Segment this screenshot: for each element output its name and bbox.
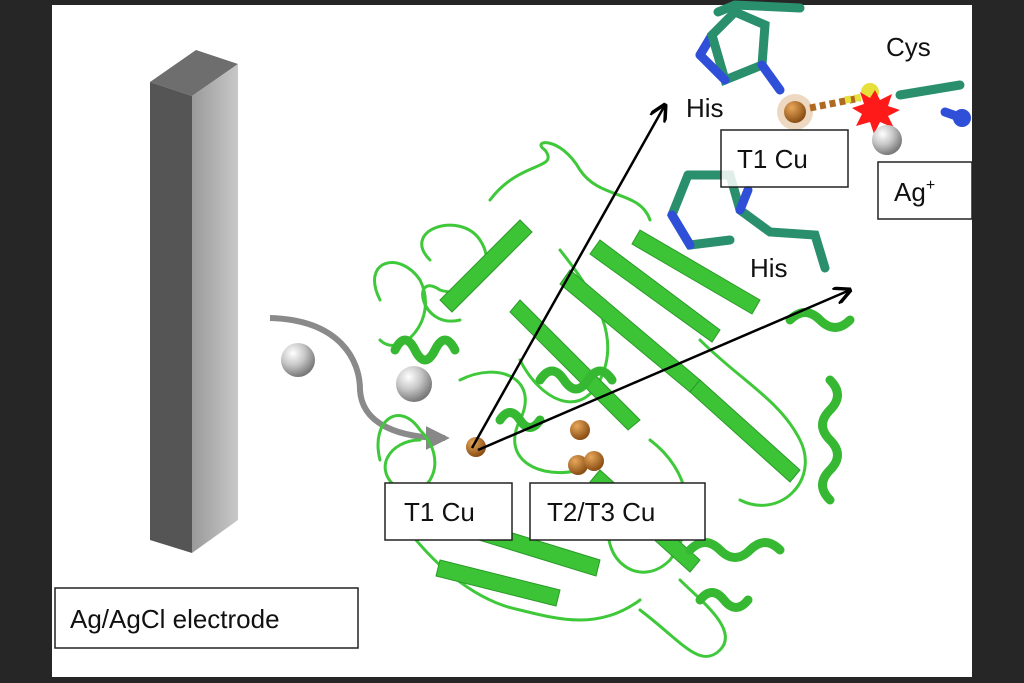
zoom-arrow-upper	[470, 105, 665, 449]
t2-t3-cu-box: T2/T3 Cu	[529, 482, 706, 541]
cys-label: Cys	[886, 32, 931, 62]
t1-cu-box: T1 Cu	[384, 482, 513, 541]
ag-ion-label: Ag	[894, 177, 926, 207]
laccase-protein-ribbon	[373, 141, 855, 658]
svg-text:Ag+: Ag+	[894, 177, 935, 207]
t1-cu-label: T1 Cu	[404, 497, 475, 527]
t2-t3-copper-sphere	[568, 455, 588, 475]
zoom-arrow-lower	[477, 290, 850, 452]
t1-site-inset	[666, 0, 971, 273]
copper-atoms	[466, 420, 604, 475]
his-label-top: His	[686, 93, 724, 123]
silver-ion-sphere	[281, 343, 315, 377]
electrode-left-face	[150, 82, 192, 553]
t2-t3-copper-sphere	[584, 451, 604, 471]
ion-migration-arrow	[269, 315, 450, 450]
clash-burst-icon	[852, 90, 900, 134]
t1-copper-sphere	[466, 437, 486, 457]
inset-copper-atom	[784, 101, 806, 123]
ag-ion-box: Ag+	[877, 161, 973, 220]
silver-ion-sphere	[396, 366, 432, 402]
ag-agcl-electrode	[150, 50, 238, 553]
t1-cu-inset-label: T1 Cu	[737, 144, 808, 174]
t1-cu-inset-box: T1 Cu	[720, 129, 849, 188]
t2-t3-cu-label: T2/T3 Cu	[547, 497, 655, 527]
electrode-label-box: Ag/AgCl electrode	[54, 587, 359, 649]
his-label-bottom: His	[750, 253, 788, 283]
silver-ion-sphere	[872, 125, 902, 155]
electrode-label: Ag/AgCl electrode	[70, 604, 280, 634]
ag-ion-charge: +	[926, 177, 935, 194]
t2-t3-copper-sphere	[570, 420, 590, 440]
electrode-top-face	[150, 50, 238, 96]
electrode-right-face	[192, 64, 238, 553]
